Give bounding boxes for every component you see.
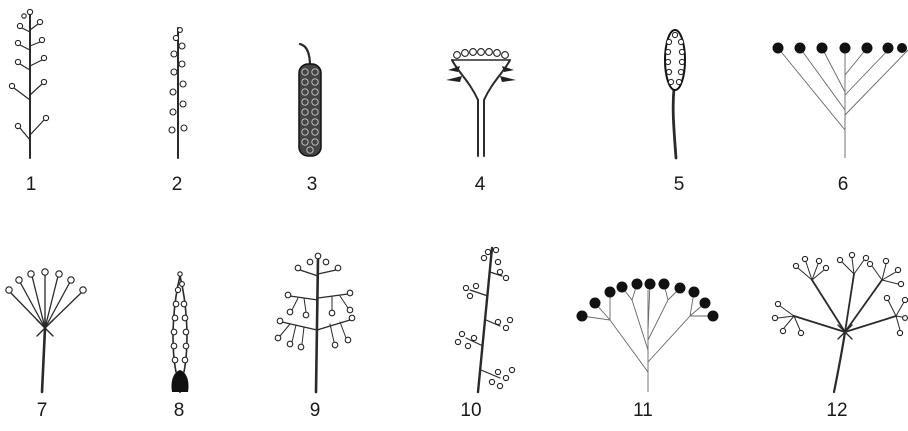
- label-9: 9: [300, 400, 330, 422]
- inflorescence-2: [169, 28, 187, 158]
- label-7: 7: [27, 400, 57, 422]
- label-5: 5: [664, 174, 694, 196]
- label-8: 8: [164, 400, 194, 422]
- label-2: 2: [162, 174, 192, 196]
- label-12: 12: [822, 400, 852, 422]
- inflorescence-5: [665, 30, 685, 158]
- label-6: 6: [828, 174, 858, 196]
- label-4: 4: [465, 174, 495, 196]
- label-1: 1: [16, 174, 46, 196]
- inflorescence-4: [446, 49, 516, 156]
- label-10: 10: [456, 400, 486, 422]
- inflorescence-9: [275, 253, 355, 392]
- inflorescence-6: [773, 43, 908, 159]
- inflorescence-10: [455, 247, 514, 392]
- inflorescence-11: [577, 279, 719, 393]
- inflorescence-3: [299, 44, 321, 156]
- label-11: 11: [628, 400, 658, 422]
- inflorescence-1: [9, 9, 48, 158]
- inflorescence-8: [171, 272, 189, 392]
- label-3: 3: [297, 174, 327, 196]
- inflorescence-7: [6, 269, 86, 392]
- inflorescence-12: [772, 252, 908, 392]
